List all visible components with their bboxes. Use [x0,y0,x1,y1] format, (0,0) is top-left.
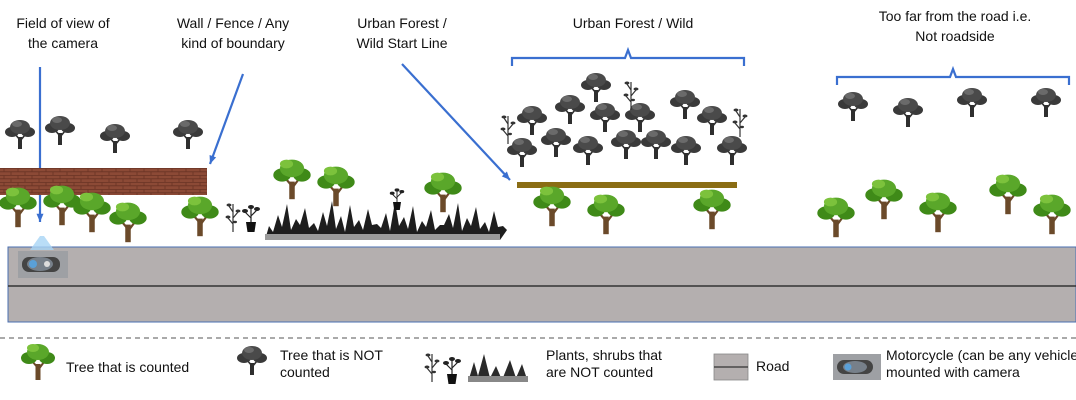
tree-not-counted-icon [624,102,656,133]
urban-forest-start-line [517,182,737,188]
tree-not-counted-icon [669,89,701,120]
tree-not-counted-icon [589,102,621,133]
road [7,246,1076,323]
tree-not-counted-icon [554,94,586,125]
twig-icon [423,352,441,383]
twig-icon [499,114,517,145]
tree-counted-icon [180,195,220,238]
grass-icon [468,352,528,382]
text-line: Plants, shrubs that [546,347,662,363]
tree-counted-icon [108,201,148,244]
legend-road-label: Road [756,358,789,374]
tree-not-counted-icon [44,115,76,146]
potted-plant-icon [389,187,405,211]
annotation-line: Urban Forest / [357,15,447,31]
annotation-line: kind of boundary [181,35,285,51]
tree-not-counted-icon [580,72,612,103]
twig-icon [731,107,749,138]
tree-counted-icon [586,193,626,236]
tree-not-counted-icon [506,137,538,168]
tree-not-counted-icon [716,135,748,166]
annotation-line: Too far from the road i.e. [879,8,1032,24]
tree-not-counted-icon [696,105,728,136]
tree-not-counted-icon [4,119,36,150]
start-line-arrow [401,63,511,181]
annotation-line: the camera [28,35,98,51]
tree-counted-icon [1032,193,1072,236]
tree-counted-icon [692,188,732,231]
legend-counted-label: Tree that is counted [66,359,189,375]
tree-not-counted-icon [99,123,131,154]
annotation-line: Not roadside [915,28,995,44]
tree-counted-icon [423,171,463,214]
text-line: counted [280,364,330,380]
tree-counted-icon [918,191,958,234]
fov-arrow [36,67,44,222]
tree-counted-icon [272,158,312,201]
text-line: mounted with camera [886,364,1020,380]
annotation-line: Wild Start Line [356,35,447,51]
tree-not-counted-icon [172,119,204,150]
annotation-line: Urban Forest / Wild [573,15,694,31]
potted-plant-icon [442,356,462,385]
legend-item-counted: Tree that is counted [20,343,189,381]
annotation-too-far: Too far from the road i.e. Not roadside [879,8,1032,44]
tree-not-counted-icon [236,345,268,376]
camera-field-of-view [30,236,54,250]
legend-vehicle-label: Motorcycle (can be any vehicle)mounted w… [886,347,1076,380]
far-brace [835,65,1071,85]
tree-not-counted-icon [516,105,548,136]
tree-counted-icon [988,173,1028,216]
annotation-urban-forest: Urban Forest / Wild [573,15,694,31]
legend-item-vehicle: Motorcycle (can be any vehicle)mounted w… [833,347,1076,380]
tree-not-counted-icon [572,135,604,166]
text-line: Road [756,358,789,374]
tree-counted-icon [316,165,356,208]
tree-counted-icon [532,185,572,228]
tree-not-counted-icon [837,91,869,122]
tree-not-counted-icon [610,129,642,160]
twig-icon [224,202,242,233]
annotation-line: Wall / Fence / Any [177,15,289,31]
motorcycle-icon [833,354,881,380]
potted-plant-icon [241,204,261,233]
annotation-start-line: Urban Forest / Wild Start Line [356,15,447,51]
tree-not-counted-icon [540,127,572,158]
tree-not-counted-icon [956,87,988,118]
annotation-line: Field of view of [16,15,109,31]
tree-not-counted-icon [892,97,924,128]
text-line: Motorcycle (can be any vehicle) [886,347,1076,363]
tree-counted-icon [816,196,856,239]
motorcycle [18,236,68,278]
tree-not-counted-icon [670,135,702,166]
wall-arrow [208,73,245,165]
trees [0,72,1072,244]
forest-brace [510,46,746,66]
tree-counted-icon [20,343,56,381]
tree-counted-icon [864,178,904,221]
tree-not-counted-icon [1030,87,1062,118]
text-line: are NOT counted [546,364,653,380]
legend-item-road: Road [713,353,789,381]
annotations: Field of view of the camera Wall / Fence /… [16,8,1071,222]
text-line: Tree that is counted [66,359,189,375]
boundary-wall [0,168,207,195]
annotation-wall: Wall / Fence / Any kind of boundary [177,15,289,51]
tree-not-counted-icon [640,129,672,160]
text-line: Tree that is NOT [280,347,383,363]
grass-shrubs-patch [265,201,507,240]
annotation-fov: Field of view of the camera [16,15,109,51]
